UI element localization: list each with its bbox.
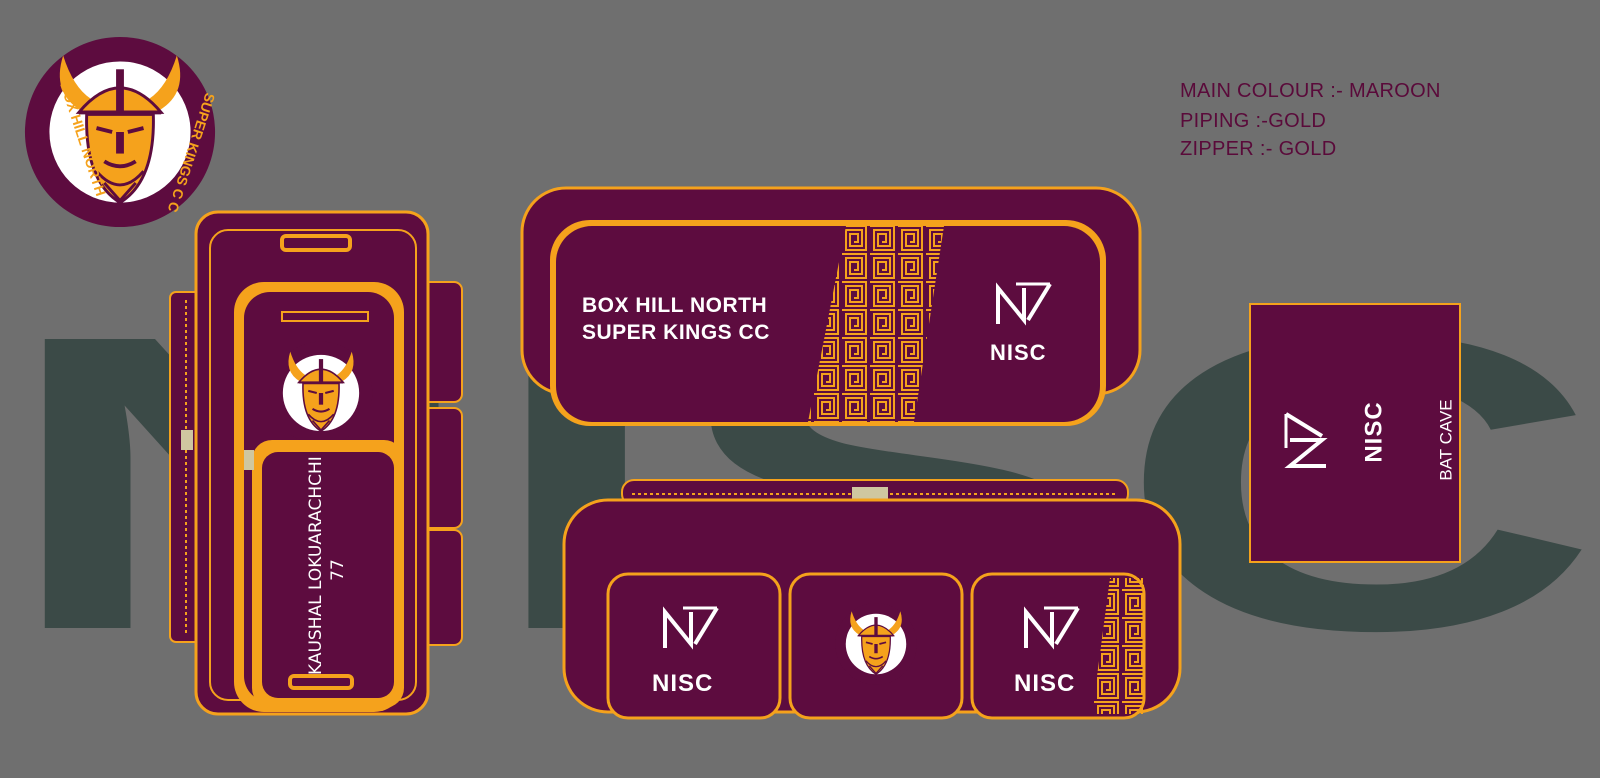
bag-end-panel: [1249, 303, 1461, 563]
player-number: 77: [328, 559, 348, 581]
pocket3-nisc-wordmark: NISC: [1014, 670, 1076, 697]
meander-pattern: [808, 226, 944, 422]
end-panel-label: BAT CAVE: [1436, 399, 1456, 481]
bag-front-view: [169, 210, 463, 716]
top-nisc-wordmark: NISC: [990, 340, 1047, 365]
end-panel-nisc-wordmark: NISC: [1360, 401, 1388, 463]
bag-title-line1: BOX HILL NORTH: [582, 294, 768, 317]
spec-piping: PIPING :-GOLD: [1180, 110, 1327, 132]
team-logo: BOX HILL NORTH SUPER KINGS C C: [22, 34, 218, 230]
pocket1-nisc-wordmark: NISC: [652, 670, 714, 697]
spec-zipper: ZIPPER :- GOLD: [1180, 138, 1337, 160]
spec-main-colour: MAIN COLOUR :- MAROON: [1180, 80, 1441, 102]
bag-side-view: [562, 479, 1182, 720]
player-name-block: KAUSHAL LOKUARACHCHI 77: [305, 456, 349, 675]
bag-title-line2: SUPER KINGS CC: [582, 321, 770, 344]
player-name: KAUSHAL LOKUARACHCHI: [306, 456, 326, 675]
bag-top-view: [520, 186, 1142, 426]
